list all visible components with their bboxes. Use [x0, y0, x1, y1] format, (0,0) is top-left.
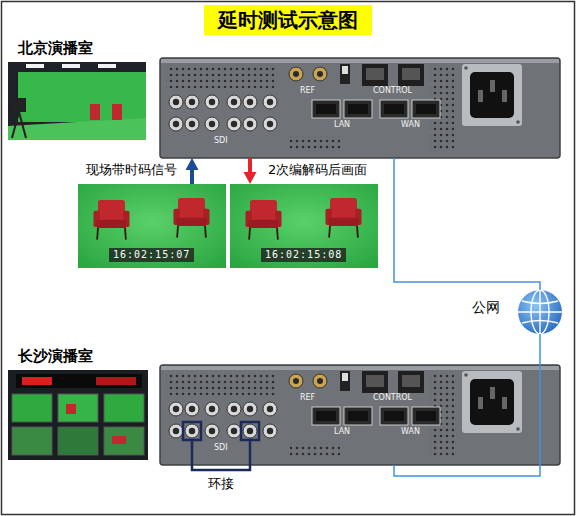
- title-box: 延时测试示意图: [204, 5, 372, 35]
- port-label: LAN: [334, 120, 350, 129]
- video-frame: 现场带时码信号16:02:15:07: [78, 184, 226, 268]
- frame-caption: 2次编解码后画面: [268, 162, 367, 178]
- port-label: WAN: [401, 427, 420, 436]
- annotation-label: 环接: [208, 476, 234, 492]
- device-panel: REF CONTROL LAN WAN SDI: [160, 58, 560, 158]
- port-label: CONTROL: [373, 393, 412, 402]
- port-label: REF: [300, 393, 315, 402]
- network-link: [394, 158, 540, 290]
- port-label: SDI: [214, 443, 228, 452]
- port-label: SDI: [214, 136, 228, 145]
- connector-line: [190, 170, 194, 184]
- frame-caption: 现场带时码信号: [86, 162, 177, 178]
- port-label: LAN: [334, 427, 350, 436]
- timecode: 16:02:15:08: [261, 248, 346, 262]
- video-frame: 2次编解码后画面16:02:15:08: [230, 184, 378, 268]
- arrow-head: [244, 172, 257, 184]
- signal-arrow: [186, 158, 199, 184]
- studio-photo: 北京演播室: [8, 62, 146, 140]
- connector-line: [394, 334, 540, 476]
- device-panel: REF CONTROL LAN WAN SDI: [160, 365, 560, 465]
- port-label: REF: [300, 86, 315, 95]
- timecode: 16:02:15:07: [109, 248, 194, 262]
- internet-globe: 公网: [518, 290, 562, 334]
- port-label: WAN: [401, 120, 420, 129]
- port-label: CONTROL: [373, 86, 412, 95]
- connector-line: [394, 158, 540, 290]
- network-name: 公网: [472, 298, 500, 316]
- studio-photo: 长沙演播室: [8, 370, 148, 460]
- studio-name: 长沙演播室: [18, 346, 93, 366]
- connector-line: [248, 158, 252, 172]
- arrow-head: [186, 158, 199, 170]
- studio-name: 北京演播室: [18, 38, 93, 58]
- network-link: [394, 334, 540, 476]
- signal-arrow: [244, 158, 257, 184]
- title-text: 延时测试示意图: [218, 8, 358, 32]
